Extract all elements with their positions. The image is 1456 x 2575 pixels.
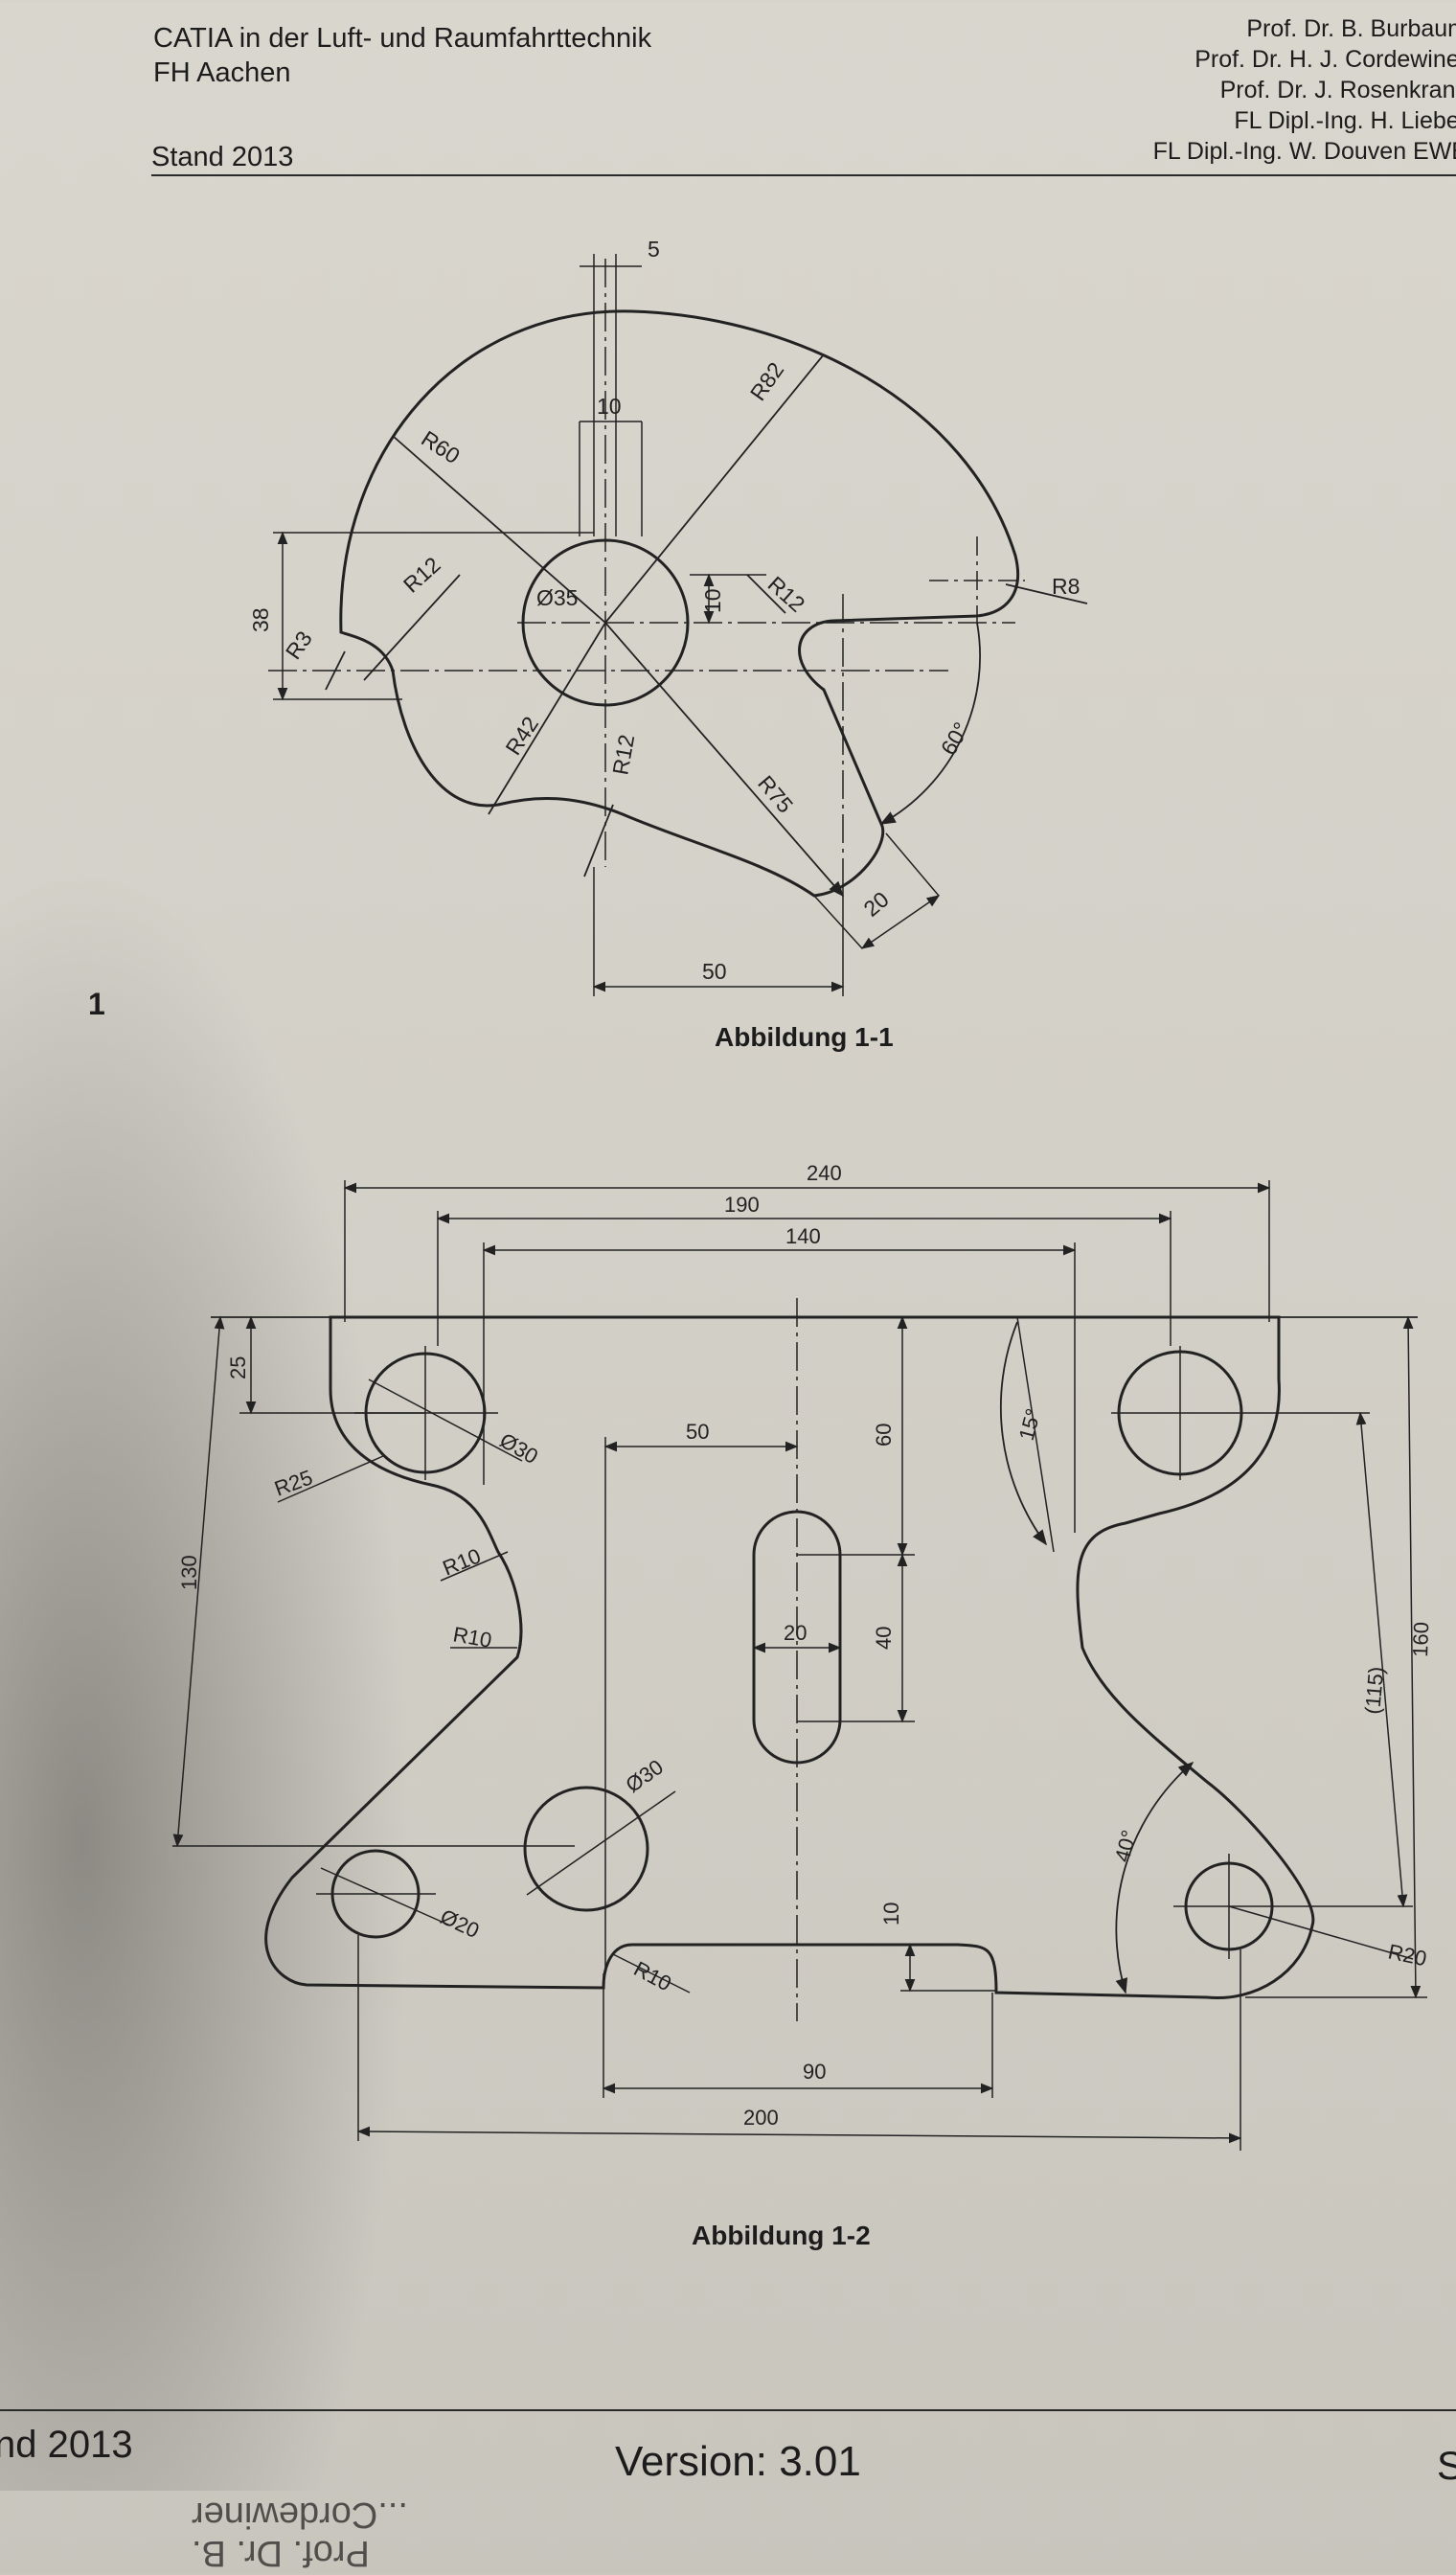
- dim-r12-left: R12: [398, 552, 445, 598]
- hole-mid-left: [523, 1786, 649, 1912]
- dim-90: 90: [803, 2060, 826, 2084]
- dim-15deg: 15°: [1014, 1406, 1046, 1444]
- dim-25: 25: [226, 1356, 250, 1379]
- chapter-number: 1: [88, 987, 105, 1021]
- dim-r12-bottom: R12: [607, 733, 639, 777]
- dim-130: 130: [177, 1555, 201, 1590]
- dim-r75: R75: [753, 771, 798, 818]
- footer-stand: nd 2013: [0, 2424, 133, 2466]
- dim-r82: R82: [745, 357, 789, 404]
- dim-r10-upper: R10: [440, 1543, 485, 1580]
- dim-dia20: Ø20: [437, 1904, 483, 1943]
- figure-1-1: [268, 254, 1088, 996]
- dim-r8: R8: [1052, 574, 1080, 599]
- dim-50: 50: [702, 959, 727, 984]
- dim-200: 200: [743, 2106, 779, 2130]
- dim-5: 5: [648, 237, 660, 262]
- figure-1-1-labels: 5 10 R82 R60 38 R12 Ø35 10 R12 R8 R3 R42…: [248, 237, 1080, 984]
- bleed-through-text: Prof. Dr. B. ...Cordewiner: [192, 2495, 408, 2573]
- figure-1-2-caption: Abbildung 1-2: [692, 2221, 871, 2250]
- dim-r12-right: R12: [763, 571, 810, 617]
- footer-rule: [0, 2409, 1456, 2411]
- dim-60: 60: [872, 1424, 896, 1447]
- dim-140: 140: [785, 1224, 821, 1248]
- institution: FH Aachen: [153, 57, 291, 88]
- author-3: Prof. Dr. J. Rosenkranz: [1219, 77, 1456, 103]
- figure-1-2: [172, 1180, 1427, 2151]
- part-outline-2: [264, 1315, 1315, 2000]
- dim-38: 38: [248, 607, 273, 632]
- part-outline-1: [339, 309, 1020, 898]
- author-list: Prof. Dr. B. Burbaum Prof. Dr. H. J. Cor…: [1153, 13, 1456, 167]
- dim-240: 240: [807, 1161, 842, 1185]
- author-2: Prof. Dr. H. J. Cordewiner: [1194, 46, 1456, 73]
- header-left: CATIA in der Luft- und Raumfahrttechnik …: [153, 21, 651, 90]
- figure-1-1-caption: Abbildung 1-1: [715, 1022, 894, 1052]
- dim-190: 190: [724, 1193, 760, 1217]
- dim-r3: R3: [281, 627, 317, 664]
- header-rule: [151, 174, 1456, 176]
- dim-160: 160: [1408, 1622, 1433, 1658]
- author-5: FL Dipl.-Ing. W. Douven EWE: [1152, 138, 1456, 165]
- dim-50: 50: [686, 1420, 709, 1444]
- author-4: FL Dipl.-Ing. H. Lieber: [1234, 107, 1456, 134]
- dim-40deg: 40°: [1110, 1828, 1142, 1865]
- footer-page: S: [1436, 2443, 1456, 2488]
- footer-version: Version: 3.01: [615, 2438, 861, 2485]
- dim-20-slot: 20: [784, 1621, 807, 1645]
- course-title: CATIA in der Luft- und Raumfahrttechnik: [153, 23, 652, 54]
- dim-r60: R60: [417, 425, 465, 468]
- dim-10-top: 10: [597, 394, 622, 419]
- dim-10: 10: [879, 1903, 903, 1926]
- dim-20: 20: [859, 886, 894, 921]
- dim-dia35: Ø35: [536, 585, 578, 610]
- header-stand: Stand 2013: [151, 142, 294, 172]
- dim-dia30-mid: Ø30: [622, 1755, 668, 1797]
- dim-r20: R20: [1386, 1939, 1429, 1971]
- dim-r25: R25: [271, 1465, 315, 1500]
- dim-115: (115): [1360, 1666, 1388, 1716]
- dim-r10-bottom: R10: [630, 1956, 675, 1995]
- dim-10-right: 10: [700, 588, 725, 613]
- author-1: Prof. Dr. B. Burbaum: [1246, 15, 1456, 42]
- dim-40: 40: [872, 1627, 896, 1650]
- dim-dia30-top: Ø30: [496, 1428, 543, 1469]
